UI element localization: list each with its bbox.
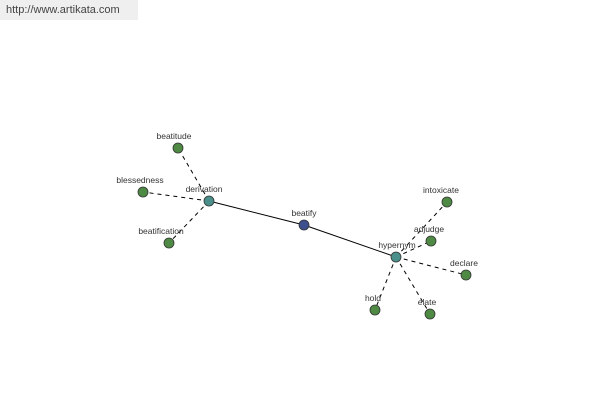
node-beatitude[interactable]: beatitude: [157, 131, 192, 154]
node-adjudge[interactable]: adjudge: [414, 224, 445, 247]
node-hypernym[interactable]: hypernym: [378, 240, 416, 263]
edge-hypernym-elate: [395, 256, 431, 315]
node-label-adjudge[interactable]: adjudge: [414, 224, 445, 234]
edge-beatify-hypernym: [303, 224, 397, 258]
node-dot-hold[interactable]: [369, 304, 381, 316]
node-label-beatify[interactable]: beatify: [291, 208, 317, 218]
node-dot-hypernym[interactable]: [390, 251, 402, 263]
node-label-declare[interactable]: declare: [450, 258, 478, 268]
node-beatification[interactable]: beatification: [138, 226, 184, 249]
node-derivation[interactable]: derivation: [186, 184, 223, 207]
node-dot-declare[interactable]: [460, 269, 472, 281]
edges-layer: [142, 147, 467, 315]
node-label-derivation[interactable]: derivation: [186, 184, 223, 194]
node-beatify[interactable]: beatify: [291, 208, 317, 231]
node-blessedness[interactable]: blessedness: [116, 175, 164, 198]
node-dot-elate[interactable]: [424, 308, 436, 320]
node-intoxicate[interactable]: intoxicate: [423, 185, 459, 208]
node-dot-blessedness[interactable]: [137, 186, 149, 198]
node-dot-adjudge[interactable]: [425, 235, 437, 247]
node-dot-beatitude[interactable]: [172, 142, 184, 154]
node-elate[interactable]: elate: [418, 297, 437, 320]
edge-hypernym-hold: [374, 256, 397, 311]
node-hold[interactable]: hold: [365, 293, 381, 316]
node-label-elate[interactable]: elate: [418, 297, 437, 307]
edge-derivation-blessedness: [142, 191, 210, 202]
node-dot-beatify[interactable]: [298, 219, 310, 231]
node-declare[interactable]: declare: [450, 258, 478, 281]
node-label-hypernym[interactable]: hypernym: [378, 240, 415, 250]
node-label-hold[interactable]: hold: [365, 293, 381, 303]
node-label-beatification[interactable]: beatification: [138, 226, 184, 236]
node-dot-intoxicate[interactable]: [441, 196, 453, 208]
node-label-blessedness[interactable]: blessedness: [116, 175, 163, 185]
node-dot-beatification[interactable]: [163, 237, 175, 249]
node-label-intoxicate[interactable]: intoxicate: [423, 185, 459, 195]
edge-hypernym-adjudge: [395, 240, 432, 258]
site-link[interactable]: http://www.artikata.com: [0, 0, 138, 20]
node-label-beatitude[interactable]: beatitude: [157, 131, 192, 141]
edge-beatify-derivation: [208, 200, 305, 226]
edge-derivation-beatitude: [177, 147, 210, 202]
node-dot-derivation[interactable]: [203, 195, 215, 207]
edge-derivation-beatification: [168, 200, 210, 244]
nodes-layer: beatify derivation hypernym beatitude blesse…: [116, 131, 478, 320]
